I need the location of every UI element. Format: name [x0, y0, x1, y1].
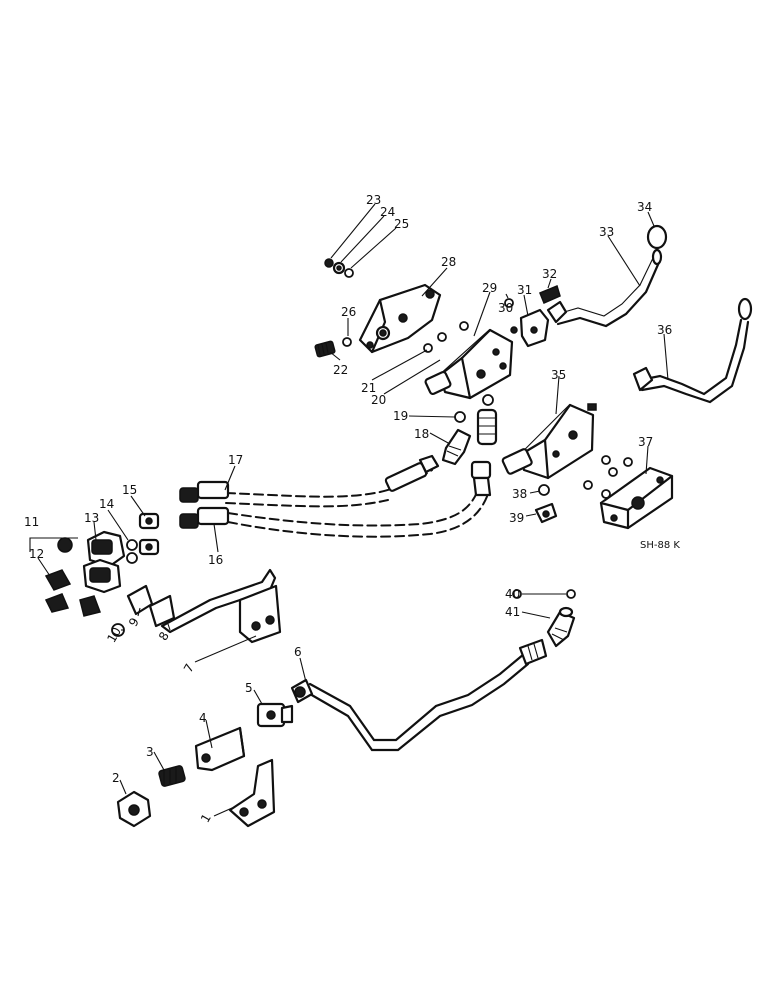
callout-15: 15: [122, 483, 137, 497]
callout-14: 14: [99, 497, 114, 511]
seals-near-37: [583, 455, 633, 499]
bracket-4: [194, 726, 246, 772]
seals-20-21: [423, 321, 469, 353]
callout-22: 22: [333, 363, 348, 377]
callout-32: 32: [542, 267, 557, 281]
callout-20: 20: [371, 393, 386, 407]
seals-23-24-25: [324, 258, 354, 278]
valve-end-cover-28: [358, 283, 442, 354]
callout-17: 17: [228, 453, 243, 467]
seal-19: [454, 411, 466, 423]
callout-41: 41: [505, 605, 520, 619]
callout-33: 33: [599, 225, 614, 239]
control-valve-section-29: [424, 298, 518, 400]
clamp-9-10: [111, 584, 176, 637]
callout-30: 30: [498, 301, 513, 315]
callout-13: 13: [84, 511, 99, 525]
callout-29: 29: [482, 281, 497, 295]
callout-35: 35: [551, 368, 566, 382]
cap-2: [116, 790, 152, 828]
control-lever-33: [546, 248, 663, 328]
seals-40-fitting-41: [512, 589, 576, 648]
callout-18: 18: [414, 427, 429, 441]
callout-34: 34: [637, 200, 652, 214]
linkage-31-32: [519, 284, 561, 348]
callout-2: 2: [112, 771, 120, 785]
callout-39: 39: [509, 511, 524, 525]
callout-28: 28: [441, 255, 456, 269]
control-lever-36: [632, 297, 753, 404]
callout-37: 37: [638, 435, 653, 449]
callout-24: 24: [380, 205, 395, 219]
callout-16: 16: [208, 553, 223, 567]
callout-25: 25: [394, 217, 409, 231]
drawing-reference-code: SH-88 K: [640, 540, 680, 551]
callout-4: 4: [199, 711, 207, 725]
callout-19: 19: [393, 409, 408, 423]
callout-38: 38: [512, 487, 527, 501]
part-callouts: 23 24 25 28 26 22 21 20 29 30 31 32 33 3…: [24, 193, 672, 825]
hoses-16-17: [179, 454, 492, 538]
callout-40: 40: [505, 587, 520, 601]
seal-38-plug-39: [534, 484, 558, 524]
callout-26: 26: [341, 305, 356, 319]
callout-1: 1: [198, 811, 214, 825]
callout-31: 31: [517, 283, 532, 297]
callout-23: 23: [366, 193, 381, 207]
callout-10: 10: [104, 625, 124, 645]
valve-end-cover-37: [599, 466, 674, 530]
callout-11: 11: [24, 515, 39, 529]
callout-36: 36: [657, 323, 672, 337]
leader-lines: [37, 203, 669, 817]
adapter-fittings: [476, 394, 498, 446]
quick-coupler-group-11-to-15: [29, 512, 160, 617]
elbow-fitting-18: [441, 428, 472, 466]
adapter-3: [158, 765, 186, 787]
callout-12: 12: [29, 547, 44, 561]
pipe-6: [290, 638, 548, 752]
callout-6: 6: [294, 645, 302, 659]
plug-22-and-seal-26: [314, 337, 352, 358]
callout-5: 5: [245, 681, 253, 695]
callout-21: 21: [361, 381, 376, 395]
callout-3: 3: [146, 745, 154, 759]
control-valve-section-35: [501, 403, 597, 480]
bracket-1: [228, 758, 276, 828]
coupler-5: [256, 702, 294, 728]
callout-9: 9: [126, 615, 142, 629]
bracket-7-8: [160, 568, 282, 644]
callout-7: 7: [181, 661, 197, 675]
lever-knob-34: [646, 224, 668, 250]
